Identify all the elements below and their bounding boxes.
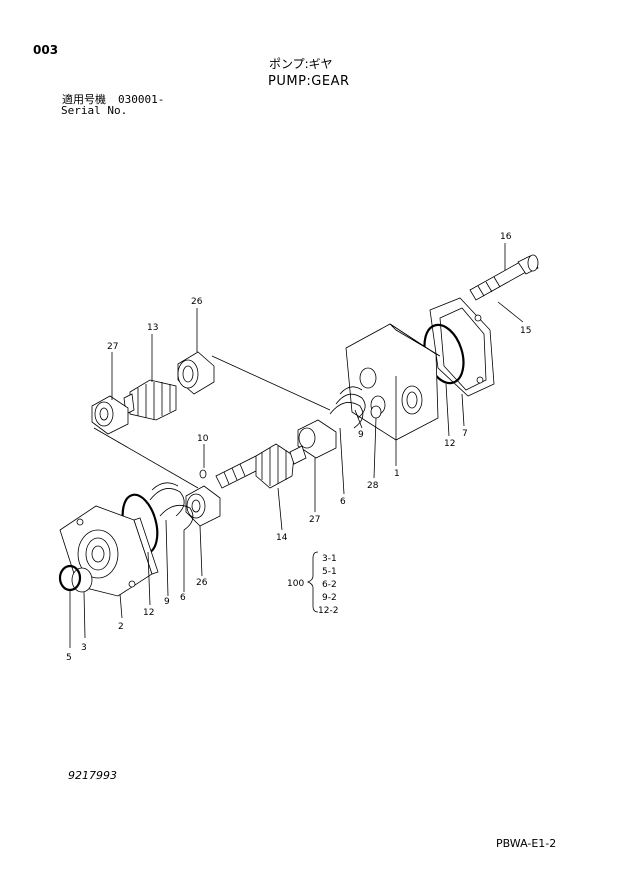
callout-2: 2	[118, 622, 124, 632]
seal-6-left-part[interactable]	[159, 504, 194, 531]
sheet-code: PBWA-E1-2	[496, 837, 557, 850]
rear-cover-part[interactable]	[429, 297, 495, 397]
callout-27-left: 27	[107, 342, 118, 352]
callout-14: 14	[276, 533, 288, 543]
kit-item: 12-2	[318, 606, 338, 616]
seal-9-right-part[interactable]	[335, 393, 366, 419]
bushing-right-part[interactable]	[297, 419, 337, 459]
bushing-left-part[interactable]	[91, 395, 129, 435]
callout-6-right: 6	[340, 497, 346, 507]
kit-item: 9-2	[322, 593, 337, 603]
serial-range: 030001-	[118, 93, 165, 106]
kit-item: 3-1	[322, 554, 337, 564]
kit-number: 100	[287, 579, 304, 589]
page-number: 003	[33, 43, 59, 57]
callout-10: 10	[197, 434, 209, 444]
callout-13: 13	[147, 323, 158, 333]
serial-label-japanese: 適用号機	[62, 93, 106, 106]
callout-27-right: 27	[309, 515, 320, 525]
callout-12-left: 12	[143, 608, 154, 618]
kit-group: 100 3-1 5-1 6-2 9-2 12-2	[287, 551, 338, 616]
assembly-guide-line	[211, 355, 331, 411]
seal-6-right-part[interactable]	[329, 402, 364, 429]
kit-item: 5-1	[322, 567, 337, 577]
seal-upper-right-part[interactable]	[339, 386, 363, 395]
leader-lines	[69, 243, 524, 648]
kit-item: 6-2	[322, 580, 337, 590]
callout-28: 28	[367, 481, 379, 491]
bearing-lower-part[interactable]	[185, 485, 221, 527]
callout-5: 5	[66, 653, 72, 663]
pin-part[interactable]	[199, 469, 207, 479]
callout-15: 15	[520, 326, 531, 336]
assembly-guide-line	[93, 427, 199, 489]
callout-26-lower: 26	[196, 578, 208, 588]
serial-label: Serial No.	[61, 104, 128, 117]
callout-7: 7	[462, 429, 468, 439]
callout-1: 1	[394, 469, 400, 479]
callout-9-left: 9	[164, 597, 170, 607]
callout-6-left: 6	[180, 593, 186, 603]
front-cover-part[interactable]	[59, 505, 159, 597]
drive-gear-shaft-part[interactable]	[215, 443, 307, 489]
callout-9-right: 9	[358, 430, 364, 440]
title-japanese: ポンプ:ギヤ	[269, 57, 333, 71]
drawing-number: 9217993	[68, 769, 117, 782]
dowel-pin-part[interactable]	[370, 405, 382, 419]
bearing-top-part[interactable]	[177, 351, 215, 395]
callout-3: 3	[81, 643, 87, 653]
bolt-part[interactable]	[469, 254, 539, 301]
page-title: PUMP:GEAR	[268, 74, 350, 89]
callout-16: 16	[500, 232, 512, 242]
callout-12-right: 12	[444, 439, 455, 449]
seal-9-left-part[interactable]	[149, 488, 185, 517]
driven-gear-part[interactable]	[123, 379, 177, 421]
callout-26-top: 26	[191, 297, 203, 307]
pump-body-part[interactable]	[345, 323, 441, 441]
seal-upper-left-part[interactable]	[151, 482, 179, 491]
